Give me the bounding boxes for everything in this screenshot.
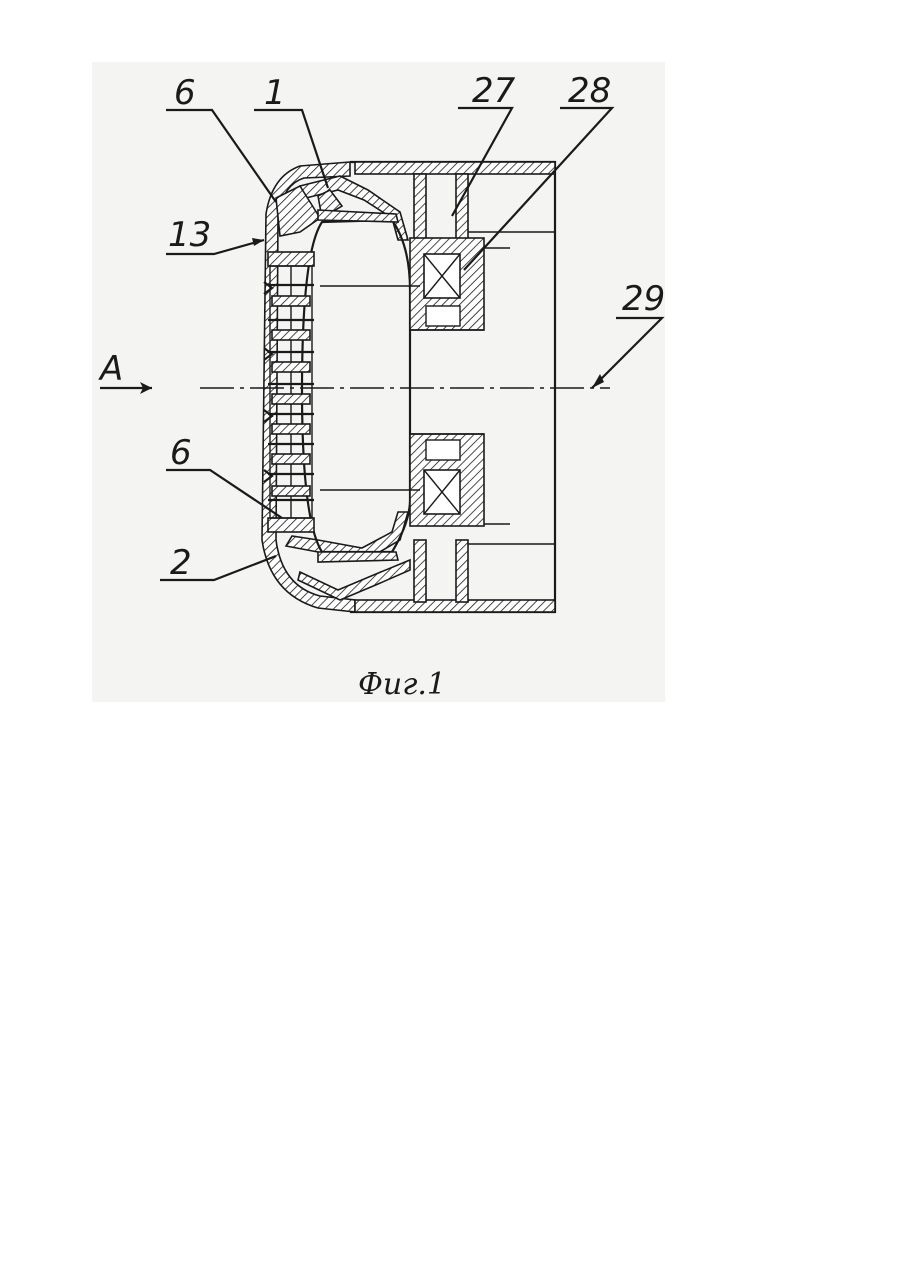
label-29: 29: [622, 279, 665, 319]
figure-caption: Фиг.1: [358, 667, 446, 702]
label-6-top: 6: [174, 73, 196, 113]
label-1: 1: [264, 73, 286, 113]
view-arrow-label: A: [98, 349, 123, 389]
label-2: 2: [170, 543, 192, 583]
label-28: 28: [568, 71, 611, 111]
label-6-bottom: 6: [170, 433, 192, 473]
label-27: 27: [472, 71, 516, 111]
label-13: 13: [168, 215, 211, 255]
